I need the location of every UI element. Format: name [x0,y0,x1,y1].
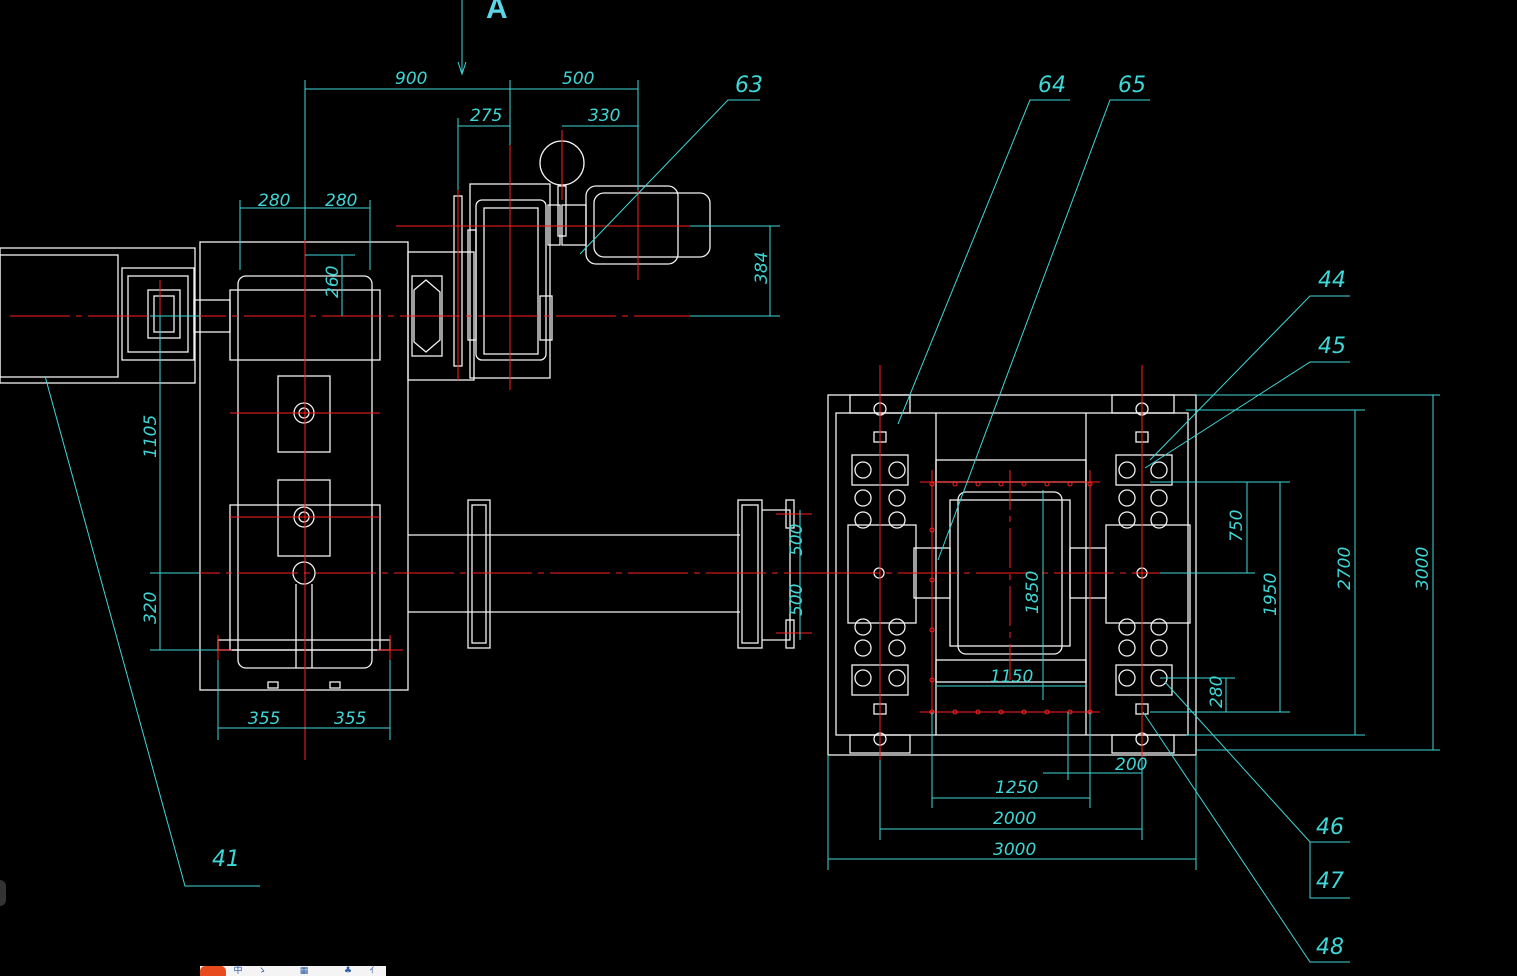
ime-toolbar[interactable]: 中 ゝ ▦ ♣ ｲ [200,966,386,976]
right-dimension-lines [827,394,1440,870]
dim-1950: 1950 [1261,573,1281,616]
left-centerlines [10,88,840,760]
dim-1150: 1150 [990,667,1033,687]
dim-1850: 1850 [1023,571,1043,614]
part-label-41: 41 [212,847,240,872]
part-label-46: 46 [1316,815,1344,840]
left-dimension-text: 900 500 275 330 280 280 260 384 1105 320… [141,69,807,729]
dim-1105: 1105 [141,415,161,458]
dim-900: 900 [395,69,427,89]
ime-logo-icon[interactable] [200,966,226,976]
right-assembly [827,394,1197,756]
bolt-pattern [854,461,1168,687]
dim-280-side: 280 [1207,676,1227,708]
dim-200: 200 [1115,755,1147,775]
dim-355-right: 355 [334,709,366,729]
ime-skin-icon[interactable]: ♣ [343,966,353,976]
left-assembly [0,140,795,691]
part-label-64: 64 [1038,73,1066,98]
side-scroll-handle[interactable] [0,880,6,906]
dim-355-left: 355 [248,709,280,729]
ime-punctuation-icon[interactable]: ゝ [257,966,267,976]
dim-500-top: 500 [562,69,594,89]
dim-750: 750 [1227,510,1247,542]
ime-tools-icon[interactable]: ｲ [369,966,375,976]
dim-2700: 2700 [1335,547,1355,590]
dim-384: 384 [752,252,772,284]
part-label-44: 44 [1318,268,1346,293]
dim-2000: 2000 [993,809,1036,829]
dim-3000-vertical: 3000 [1413,547,1433,590]
part-label-65: 65 [1118,73,1146,98]
part-label-63: 63 [735,73,763,98]
dim-275: 275 [470,106,502,126]
part-label-47: 47 [1316,869,1344,894]
dim-320: 320 [141,592,161,624]
view-marker: A [457,0,508,76]
view-label: A [486,0,508,25]
ime-keyboard-icon[interactable]: ▦ [299,966,309,976]
dim-500-b: 500 [787,584,807,616]
left-dimension-lines [150,80,801,740]
dim-3000-horizontal: 3000 [993,840,1036,860]
dim-330: 330 [588,106,620,126]
part-label-48: 48 [1316,935,1344,960]
leader-lines [44,99,1350,963]
dim-500-a: 500 [787,524,807,556]
ime-mode-icon[interactable]: 中 [233,966,243,976]
dim-280-right: 280 [325,191,357,211]
dim-260: 260 [323,266,343,298]
right-dimension-text: 1850 1150 750 1950 2700 3000 280 200 125… [990,510,1433,860]
dim-1250: 1250 [995,778,1038,798]
part-number-labels: 41 63 64 65 44 45 46 47 48 [212,73,1346,960]
dim-280-left: 280 [258,191,290,211]
part-label-45: 45 [1318,334,1346,359]
